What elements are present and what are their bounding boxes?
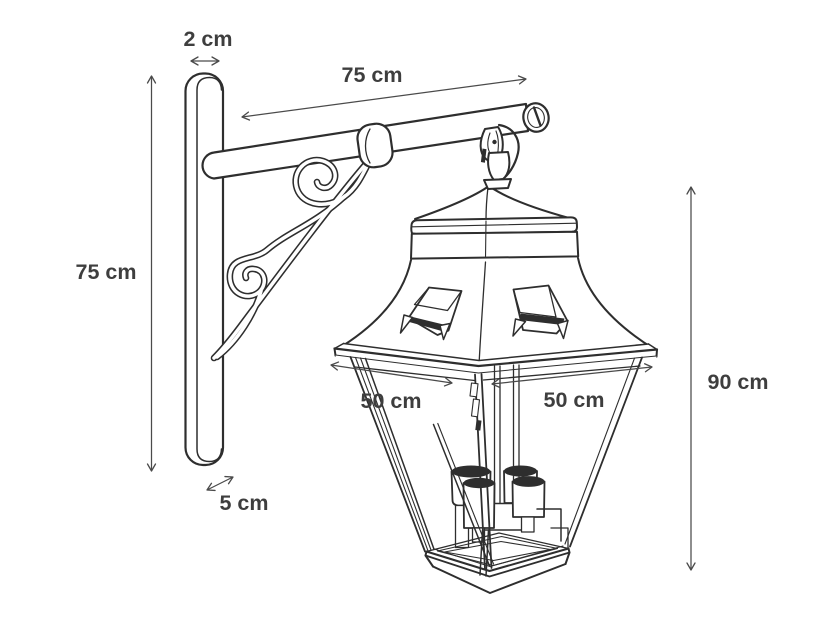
post-depth-arrow [206, 475, 234, 492]
scroll-bracket [210, 153, 376, 362]
lantern-base [424, 529, 571, 594]
lantern-height-label: 90 cm [708, 370, 769, 394]
post-width-label: 2 cm [183, 27, 232, 51]
dimension-annotations: 2 cm 75 cm 75 cm 5 cm 50 cm 50 cm 90 cm [76, 27, 769, 571]
dimension-lantern-height: 90 cm [686, 186, 769, 571]
vent-hood-right [512, 284, 569, 340]
lantern-roof [335, 257, 656, 367]
lantern-width-left-label: 50 cm [361, 389, 422, 413]
collar-ring [356, 122, 394, 169]
lantern-collar [409, 216, 580, 265]
hanging-hook [479, 123, 520, 190]
lantern-width-right-label: 50 cm [544, 388, 605, 412]
dimension-lantern-width-right: 50 cm [491, 363, 653, 412]
lantern [333, 185, 659, 594]
post-depth-label: 5 cm [219, 491, 268, 515]
dimension-post-depth: 5 cm [206, 475, 269, 515]
vent-hood-left [399, 286, 463, 341]
front-door-post [432, 373, 495, 570]
arm-length-arrow [241, 75, 527, 121]
wall-post [184, 72, 225, 467]
arm-length-label: 75 cm [342, 63, 403, 87]
dimension-lantern-width-left: 50 cm [330, 361, 453, 413]
lantern-dome [414, 185, 573, 221]
dimension-post-width: 2 cm [183, 27, 233, 66]
post-height-label: 75 cm [76, 260, 137, 284]
dimension-arm-length: 75 cm [241, 63, 527, 121]
dimension-post-height: 75 cm [76, 75, 157, 472]
lantern-width-left-arrow [330, 361, 453, 387]
lantern-width-right-arrow [491, 363, 653, 388]
